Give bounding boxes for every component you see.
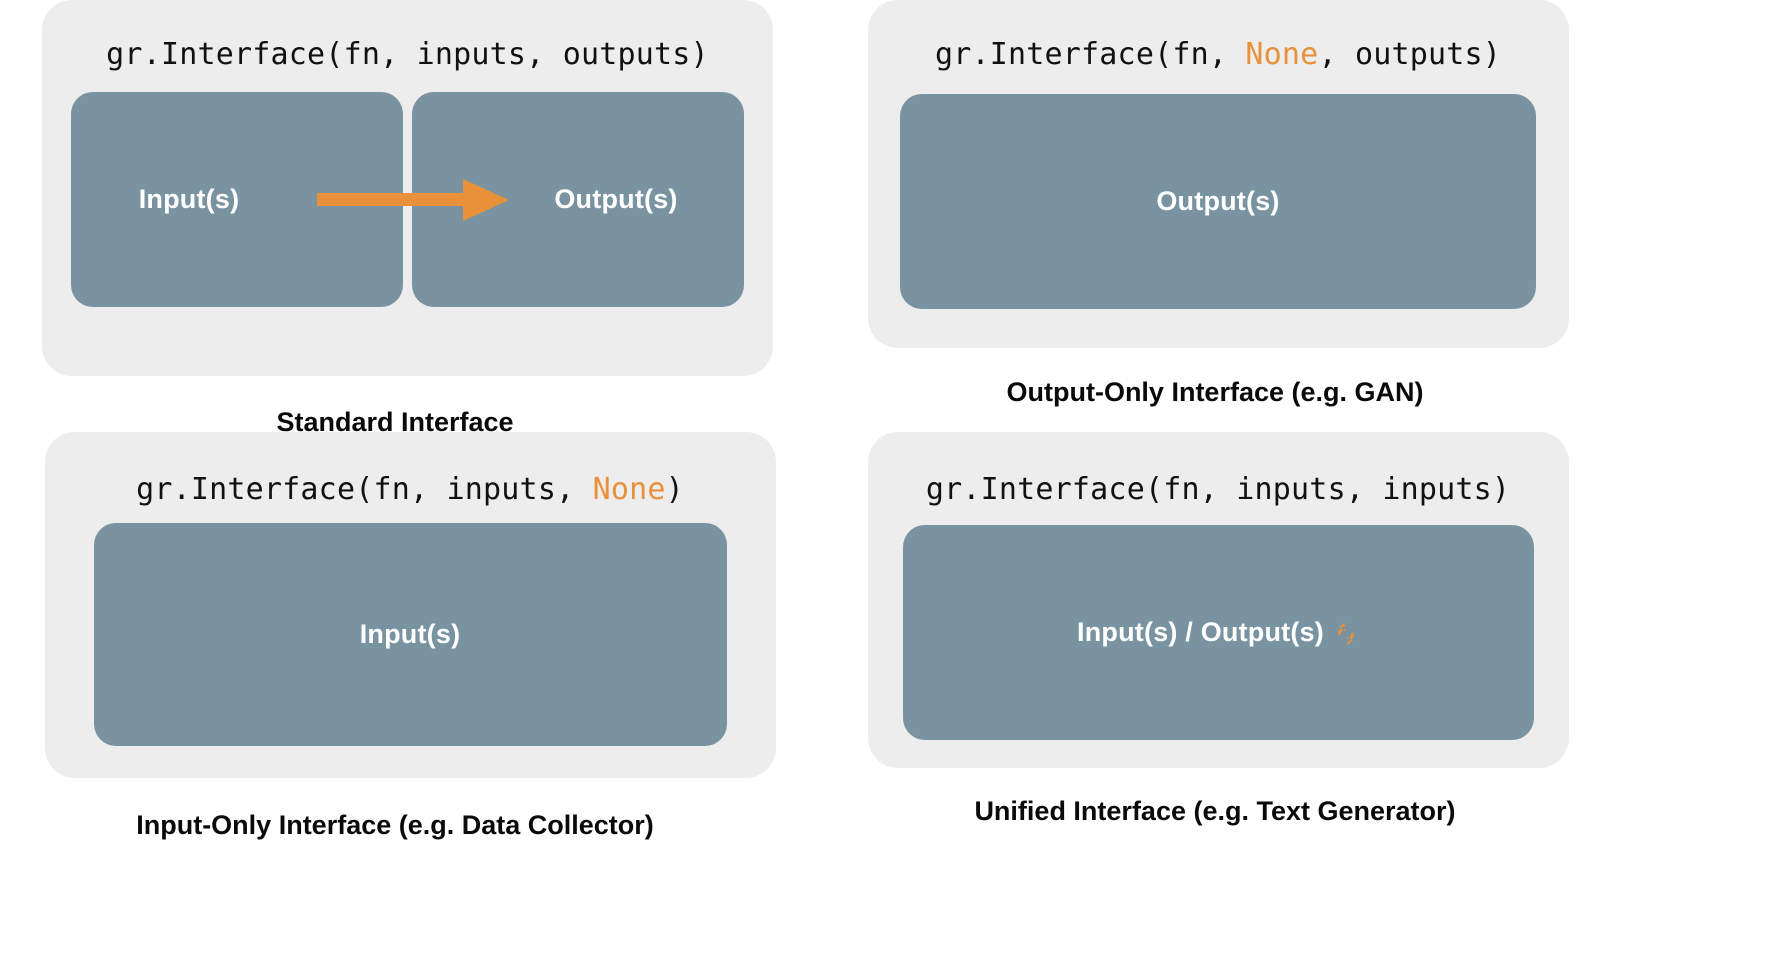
io-box-unified: Input(s) / Output(s) xyxy=(902,525,1534,740)
io-box-label: Input(s) xyxy=(139,184,240,215)
panel-body: gr.Interface(fn, inputs, outputs) Input(… xyxy=(42,0,773,376)
io-box-label: Input(s) / Output(s) xyxy=(1077,617,1359,648)
io-box-output: Output(s) xyxy=(900,94,1536,309)
code-highlight-none: None xyxy=(592,472,666,507)
code-part-b: ) xyxy=(665,472,684,507)
box-row: Input(s) / Output(s) xyxy=(868,525,1569,740)
panel-body: gr.Interface(fn, inputs, inputs) Input(s… xyxy=(867,432,1569,768)
io-box-label: Input(s) xyxy=(360,619,461,650)
panel-input-only-interface: gr.Interface(fn, inputs, None) Input(s) … xyxy=(0,432,790,841)
code-signature: gr.Interface(fn, inputs, outputs) xyxy=(42,0,773,72)
code-part-b: , outputs) xyxy=(1318,37,1502,72)
io-box-label-text: Input(s) xyxy=(138,184,240,214)
box-row: Output(s) xyxy=(868,94,1569,309)
code-signature: gr.Interface(fn, None, outputs) xyxy=(868,0,1569,72)
io-box-label-text: Input(s) / Output(s) xyxy=(1077,617,1324,647)
refresh-loop-icon xyxy=(1333,621,1359,647)
box-row: Input(s) xyxy=(45,523,776,746)
code-highlight-none: None xyxy=(1245,37,1319,72)
panel-body: gr.Interface(fn, inputs, None) Input(s) xyxy=(44,432,776,778)
panel-unified-interface: gr.Interface(fn, inputs, inputs) Input(s… xyxy=(820,432,1610,827)
io-box-output: Output(s) xyxy=(412,92,744,307)
panel-body: gr.Interface(fn, None, outputs) Output(s… xyxy=(867,0,1569,348)
box-row: Input(s) Output(s) xyxy=(42,92,773,307)
code-signature: gr.Interface(fn, inputs, None) xyxy=(45,432,776,507)
io-box-label: Output(s) xyxy=(1156,186,1279,217)
panel-caption: Input-Only Interface (e.g. Data Collecto… xyxy=(136,810,654,840)
panel-standard-interface: gr.Interface(fn, inputs, outputs) Input(… xyxy=(0,0,790,438)
io-box-input: Input(s) xyxy=(71,92,403,307)
code-signature: gr.Interface(fn, inputs, inputs) xyxy=(868,432,1569,507)
panel-output-only-interface: gr.Interface(fn, None, outputs) Output(s… xyxy=(820,0,1610,408)
io-box-label-text: Output(s) xyxy=(554,184,678,214)
panel-caption: Unified Interface (e.g. Text Generator) xyxy=(974,796,1456,826)
code-part-a: gr.Interface(fn, inputs, xyxy=(136,472,593,507)
io-box-input: Input(s) xyxy=(93,523,727,746)
io-box-label-text: Input(s) xyxy=(359,619,461,649)
io-box-label: Output(s) xyxy=(554,184,677,215)
code-part-a: gr.Interface(fn, inputs, inputs) xyxy=(925,472,1511,507)
io-box-label-text: Output(s) xyxy=(1156,186,1280,216)
code-part-a: gr.Interface(fn, xyxy=(934,37,1246,72)
panel-caption: Output-Only Interface (e.g. GAN) xyxy=(1006,377,1424,407)
code-part-a: gr.Interface(fn, inputs, outputs) xyxy=(106,37,709,72)
